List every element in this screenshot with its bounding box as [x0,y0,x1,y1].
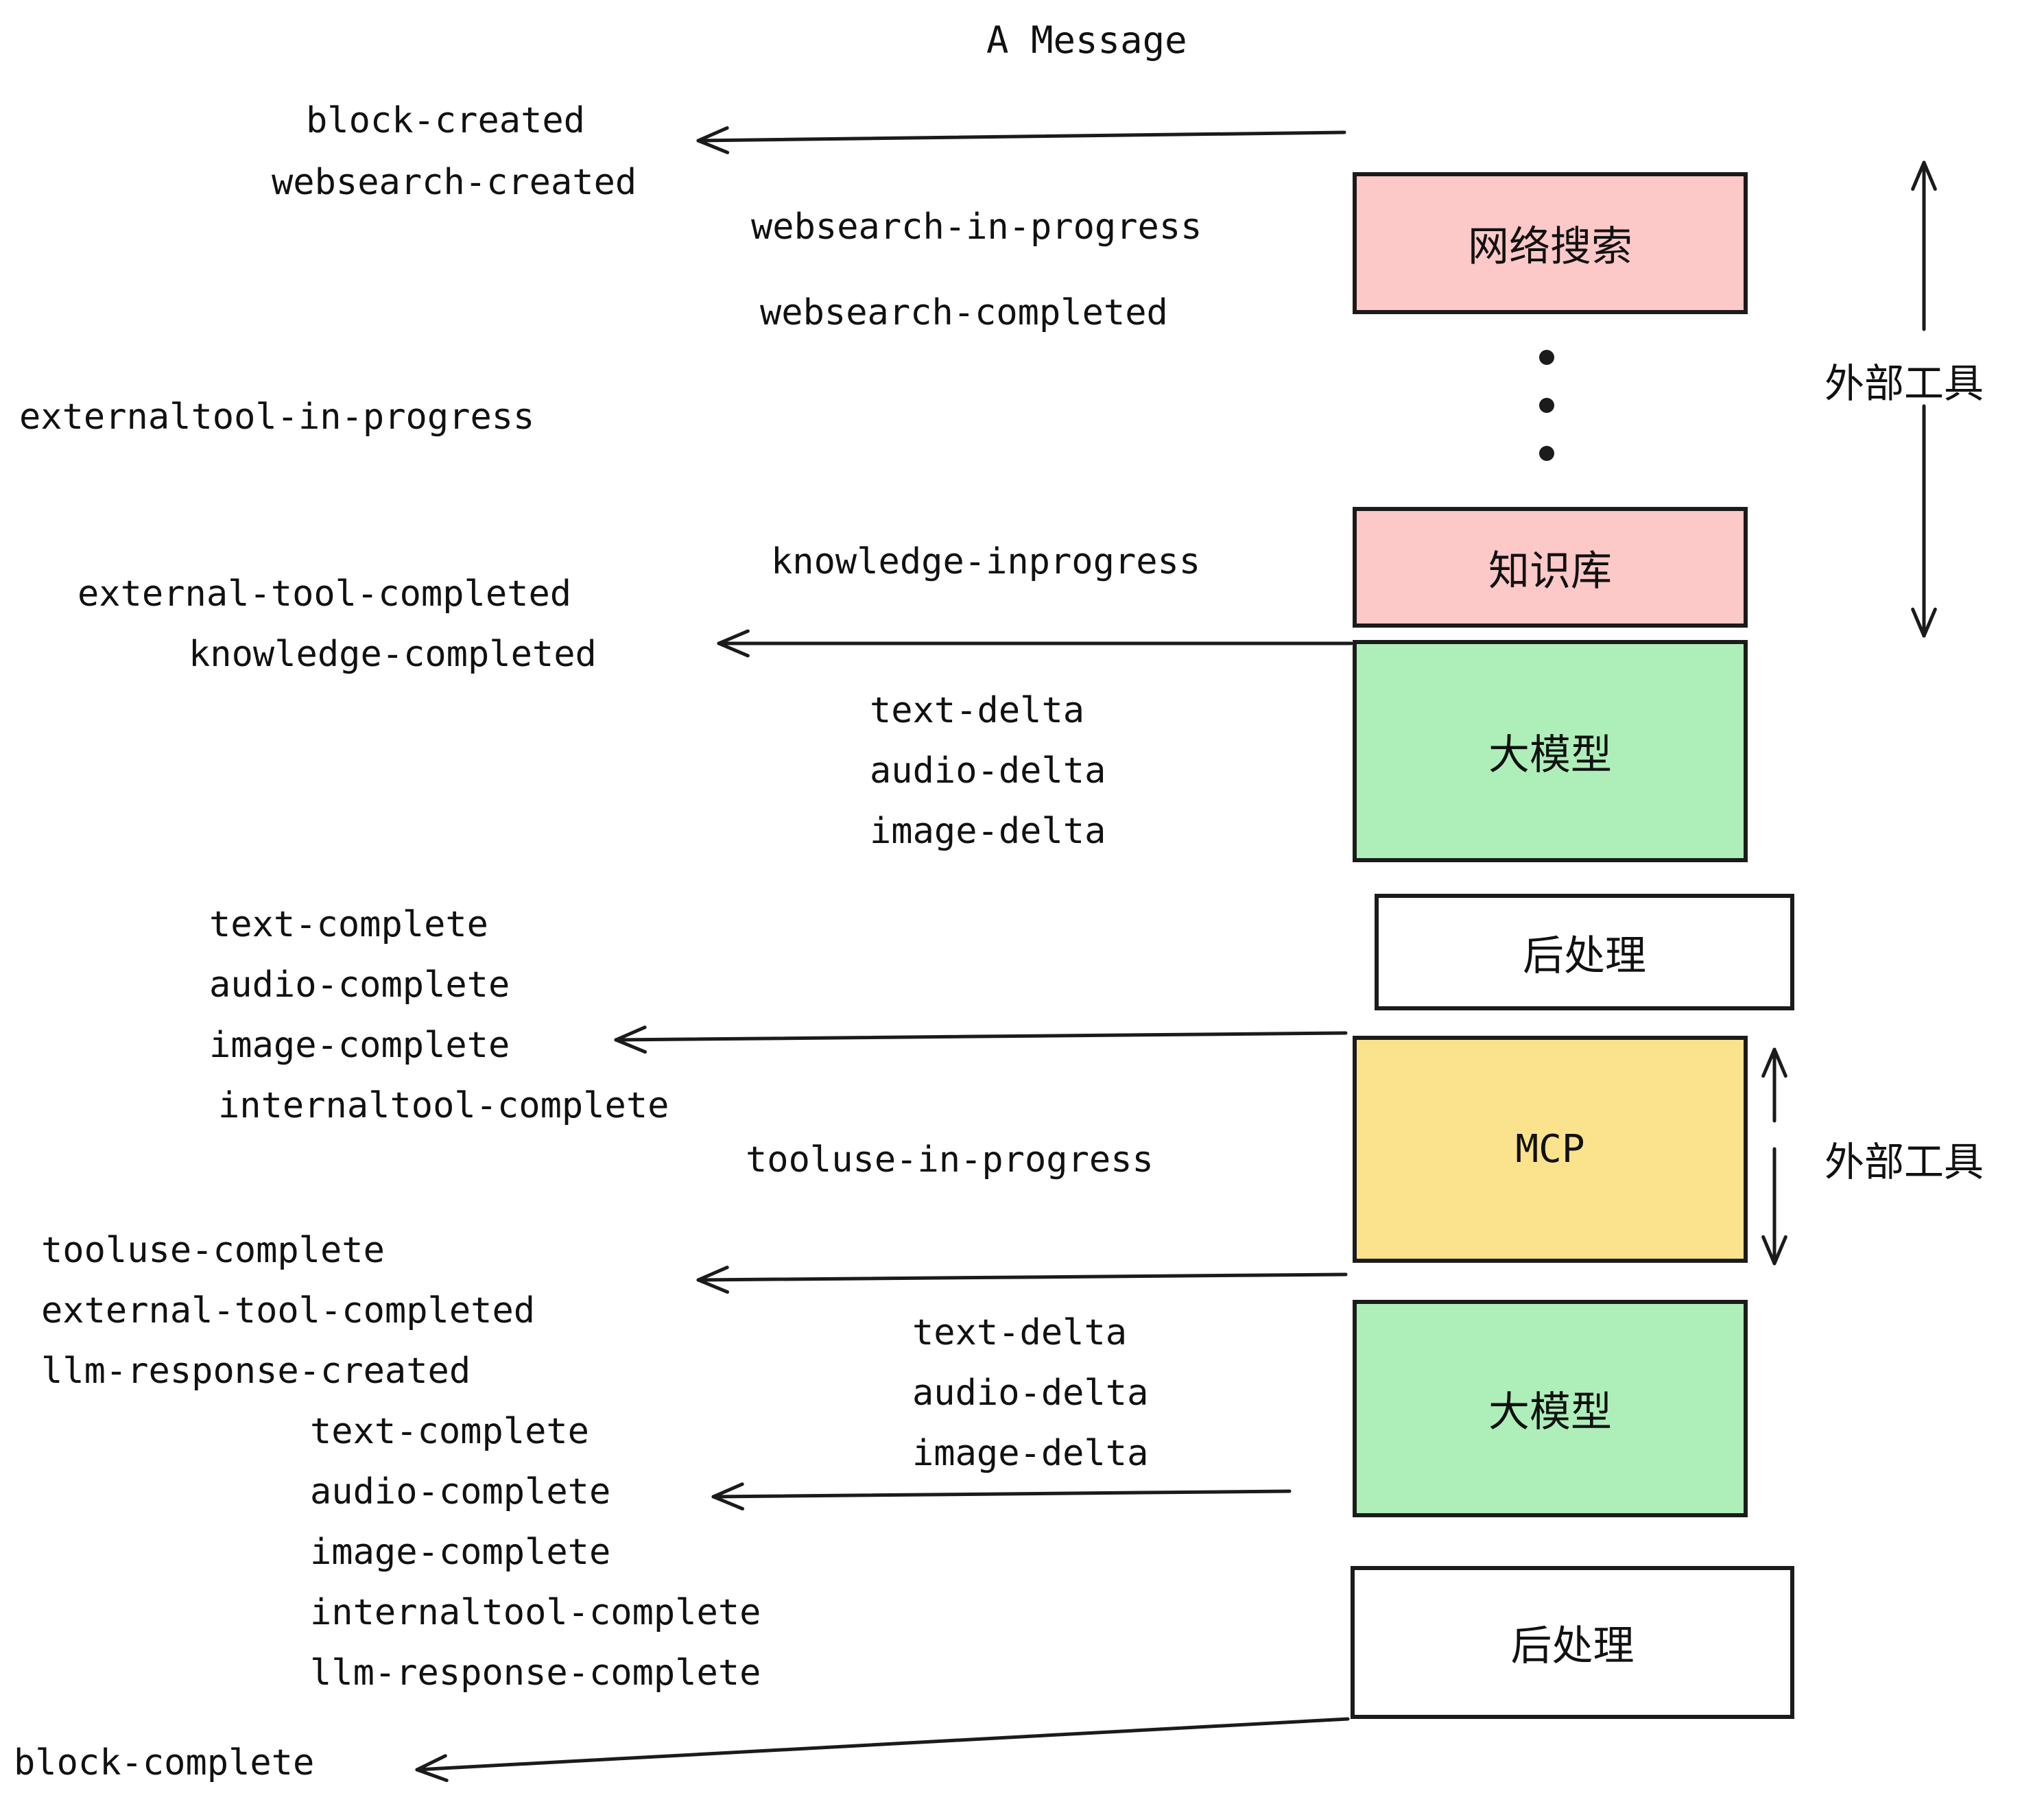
event-label-image-complete-1: image-complete [209,1025,510,1066]
arrow-tooluse-head [696,1266,730,1294]
event-label-knowledge-completed: knowledge-completed [189,634,597,675]
event-label-external-tool-completed-2: external-tool-completed [41,1290,536,1331]
external-tool-arrow-down-top-head [1911,607,1937,638]
event-label-image-delta-2: image-delta [912,1433,1149,1474]
arrow-block-created-head [696,126,730,154]
arrow-tooluse-line [696,1272,1348,1282]
event-label-audio-complete-2: audio-complete [310,1471,611,1512]
arrow-audio-complete-head [711,1482,745,1511]
event-label-knowledge-inprogress: knowledge-inprogress [771,541,1201,582]
node-box-postprocess-2: 后处理 [1351,1566,1794,1719]
event-label-text-complete-1: text-complete [209,904,488,945]
ellipsis-dot-3-icon [1539,446,1554,461]
arrow-block-complete-head [415,1754,449,1783]
external-tool-arrow-up-top-head [1911,161,1937,191]
arrow-audio-complete-line [711,1489,1292,1499]
ellipsis-dot-2-icon [1539,398,1554,413]
event-label-external-tool-completed-1: external-tool-completed [78,573,572,615]
annotation-external-tool-top: 外部工具 [1825,360,1984,407]
annotation-external-tool-bottom: 外部工具 [1825,1139,1984,1185]
node-box-websearch: 网络搜索 [1353,172,1748,314]
event-label-websearch-in-progress: websearch-in-progress [751,206,1202,248]
event-label-tooluse-in-progress: tooluse-in-progress [746,1139,1154,1180]
node-box-knowledgebase: 知识库 [1353,507,1748,628]
node-box-llm-2: 大模型 [1353,1300,1748,1517]
event-label-llm-response-created: llm-response-created [41,1351,471,1392]
event-label-text-complete-2: text-complete [310,1411,589,1452]
event-label-text-delta-2: text-delta [912,1312,1128,1353]
arrow-image-complete-head [614,1025,647,1054]
event-label-tooluse-complete: tooluse-complete [41,1230,385,1271]
event-label-audio-complete-1: audio-complete [209,964,510,1006]
ellipsis-dot-1-icon [1539,350,1554,365]
event-label-websearch-completed: websearch-completed [760,292,1168,333]
event-label-websearch-created: websearch-created [272,162,637,203]
event-label-block-created: block-created [306,100,585,141]
event-label-image-delta-1: image-delta [870,811,1106,852]
node-box-postprocess-1: 后处理 [1375,894,1794,1010]
event-label-internaltool-complete-2: internaltool-complete [310,1592,761,1633]
external-tool-arrow-down-bottom-head [1761,1235,1787,1266]
node-box-llm-1: 大模型 [1353,640,1748,862]
arrow-image-complete-line [614,1031,1348,1042]
event-label-audio-delta-1: audio-delta [870,750,1106,792]
event-label-externaltool-in-progress: externaltool-in-progress [19,396,535,438]
external-tool-arrow-up-bottom-head [1761,1047,1787,1078]
node-box-mcp: MCP [1353,1036,1748,1263]
event-label-image-complete-2: image-complete [310,1532,611,1573]
event-label-llm-response-complete: llm-response-complete [310,1652,761,1694]
event-label-text-delta-1: text-delta [870,690,1085,731]
event-label-block-complete: block-complete [14,1742,315,1783]
page-title: A Message [986,19,1187,62]
event-label-internaltool-complete-1: internaltool-complete [218,1085,669,1126]
arrow-knowledge-head [717,629,750,658]
arrow-block-created-line [696,130,1346,143]
arrow-block-complete-line [415,1717,1350,1772]
event-label-audio-delta-2: audio-delta [912,1373,1149,1414]
